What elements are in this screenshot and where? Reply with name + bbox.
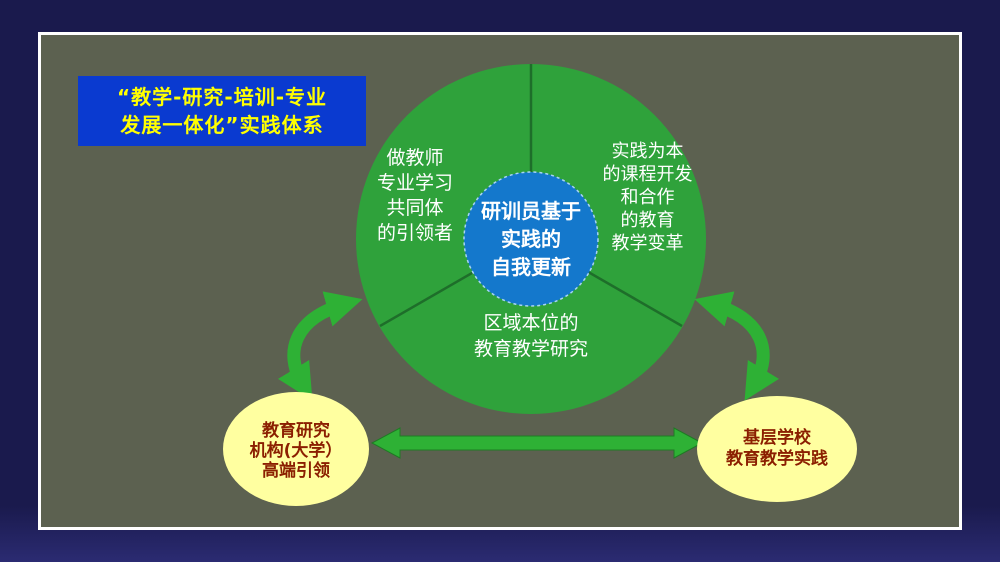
text-line: 专业学习 [376, 172, 453, 194]
text-line: 的课程开发 [602, 164, 693, 185]
right-node-label: 基层学校 教育教学实践 [698, 428, 856, 470]
text-line: 和合作 [620, 187, 675, 208]
sector-label-regional-research: 区域本位的 教育教学研究 [446, 310, 616, 362]
text-line: 高端引领 [262, 461, 330, 481]
text-line: 教学变革 [611, 233, 684, 254]
text-line: 机构(大学） [249, 441, 343, 461]
left-node-label: 教育研究 机构(大学） 高端引领 [226, 421, 366, 481]
text-line: 基层学校 [743, 428, 811, 448]
text-line: 实践的 [501, 227, 561, 251]
title-line: “教学-研究-培训-专业 [116, 85, 328, 109]
text-line: 研训员基于 [481, 199, 581, 223]
text-line: 教育教学实践 [726, 449, 828, 469]
text-line: 自我更新 [491, 255, 571, 279]
title-line: 发展一体化”实践体系 [120, 113, 324, 137]
text-line: 的教育 [620, 210, 675, 231]
sector-label-practice-curriculum: 实践为本 的课程开发 和合作 的教育 教学变革 [585, 140, 710, 255]
center-circle-label: 研训员基于 实践的 自我更新 [461, 197, 601, 281]
text-line: 实践为本 [611, 141, 684, 162]
text-line: 教育研究 [262, 421, 330, 441]
title-box: “教学-研究-培训-专业 发展一体化”实践体系 [78, 76, 366, 146]
text-line: 区域本位的 [483, 312, 579, 334]
text-line: 教育教学研究 [473, 338, 588, 360]
text-line: 做教师 [386, 147, 444, 169]
